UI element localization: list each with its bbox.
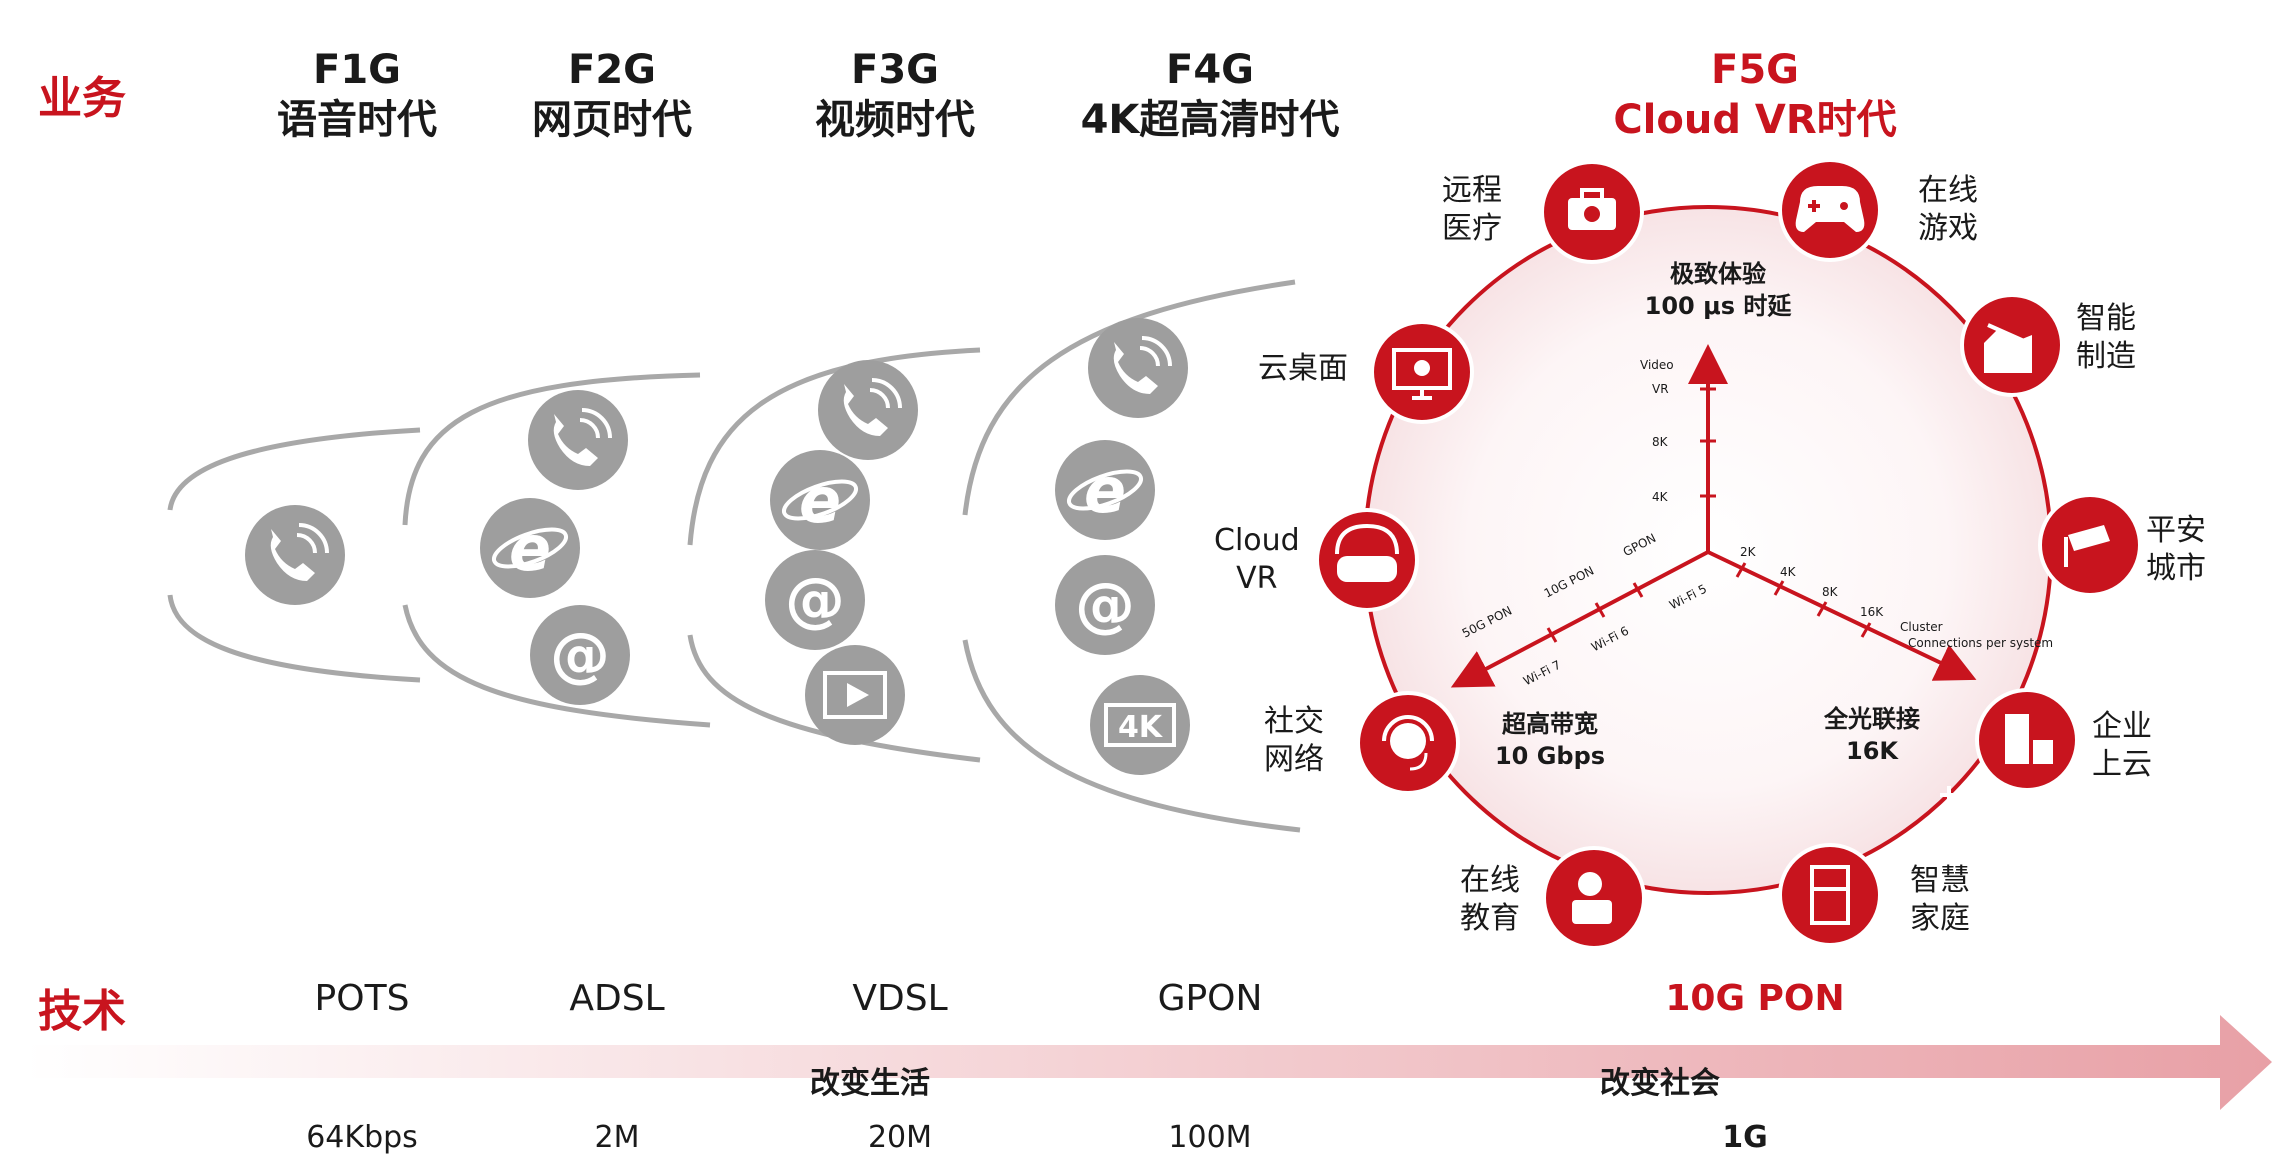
tick-2k: 2K	[1740, 545, 1756, 559]
tick-8k-vertical: 8K	[1652, 435, 1668, 449]
tech-adsl: ADSL	[569, 978, 665, 1019]
radar-axes	[1450, 344, 1977, 688]
building-icon	[1975, 688, 2079, 792]
email-icon: @	[1055, 555, 1155, 655]
tech-gpon: GPON	[1157, 978, 1263, 1019]
service-online-education: 在线 教育	[1460, 863, 1520, 936]
axis-caption-cluster: Cluster	[1900, 620, 1943, 634]
speed-20m: 20M	[867, 1120, 933, 1155]
phone-icon	[818, 360, 918, 460]
camera-icon	[2038, 493, 2142, 597]
teacher-icon	[1542, 846, 1646, 950]
business-label: 业务	[38, 73, 126, 124]
tick-8k-right: 8K	[1822, 585, 1838, 599]
phone-icon	[245, 505, 345, 605]
browser-icon: e	[480, 498, 580, 598]
service-smart-home: 智慧 家庭	[1910, 863, 1970, 936]
speed-2m: 2M	[594, 1120, 640, 1155]
radar-ticks	[1546, 387, 1872, 643]
plus-icon	[1940, 786, 1958, 804]
browser-icon: e	[770, 450, 870, 550]
service-cloud-vr: Cloud VR	[1214, 523, 1300, 596]
svg-text:e: e	[799, 464, 841, 537]
svg-text:@: @	[550, 620, 610, 690]
speed-100m: 100M	[1168, 1120, 1252, 1155]
speed-1g: 1G	[1722, 1120, 1768, 1155]
email-icon: @	[530, 605, 630, 705]
svg-text:@: @	[1075, 570, 1135, 640]
tick-4k-vertical: 4K	[1652, 490, 1668, 504]
vr-headset-icon	[1315, 508, 1419, 612]
4k-icon: 4K	[1090, 675, 1190, 775]
speed-64kbps: 64Kbps	[306, 1120, 418, 1155]
arrow-label-life: 改变生活	[810, 1066, 930, 1101]
svg-text:@: @	[785, 565, 845, 635]
svg-text:e: e	[509, 512, 551, 585]
desktop-icon	[1370, 320, 1474, 424]
tick-video: Video	[1640, 358, 1674, 372]
headset-person-icon	[1356, 691, 1460, 795]
fridge-icon	[1778, 843, 1882, 947]
service-social-network: 社交 网络	[1264, 704, 1324, 777]
service-safe-city: 平安 城市	[2146, 513, 2206, 586]
service-smart-manufacturing: 智能 制造	[2076, 301, 2136, 374]
service-online-game: 在线 游戏	[1918, 173, 1978, 246]
service-cloud-desktop: 云桌面	[1258, 351, 1348, 386]
technology-label: 技术	[38, 986, 126, 1037]
svg-text:4K: 4K	[1118, 710, 1164, 745]
service-remote-medical: 远程 医疗	[1442, 173, 1502, 246]
tech-10g-pon: 10G PON	[1665, 978, 1845, 1019]
tech-pots: POTS	[314, 978, 410, 1019]
browser-icon: e	[1055, 440, 1155, 540]
tick-16k: 16K	[1860, 605, 1884, 619]
email-icon: @	[765, 550, 865, 650]
axis-caption-connections: Connections per system	[1908, 636, 2054, 650]
phone-icon	[528, 390, 628, 490]
generation-curves	[167, 279, 1301, 833]
gray-icons: e @ e @	[245, 318, 1190, 775]
arrow-label-society: 改变社会	[1600, 1066, 1720, 1101]
gamepad-icon	[1778, 158, 1882, 262]
evolution-arrow	[25, 1015, 2272, 1110]
service-enterprise-cloud: 企业 上云	[2092, 709, 2152, 782]
service-icons	[1315, 158, 2142, 950]
svg-text:e: e	[1084, 454, 1126, 527]
phone-icon	[1088, 318, 1188, 418]
factory-icon	[1960, 293, 2064, 397]
tick-vr: VR	[1652, 382, 1669, 396]
medical-kit-icon	[1540, 160, 1644, 264]
video-icon	[805, 645, 905, 745]
tech-vdsl: VDSL	[852, 978, 948, 1019]
tick-4k-right: 4K	[1780, 565, 1796, 579]
